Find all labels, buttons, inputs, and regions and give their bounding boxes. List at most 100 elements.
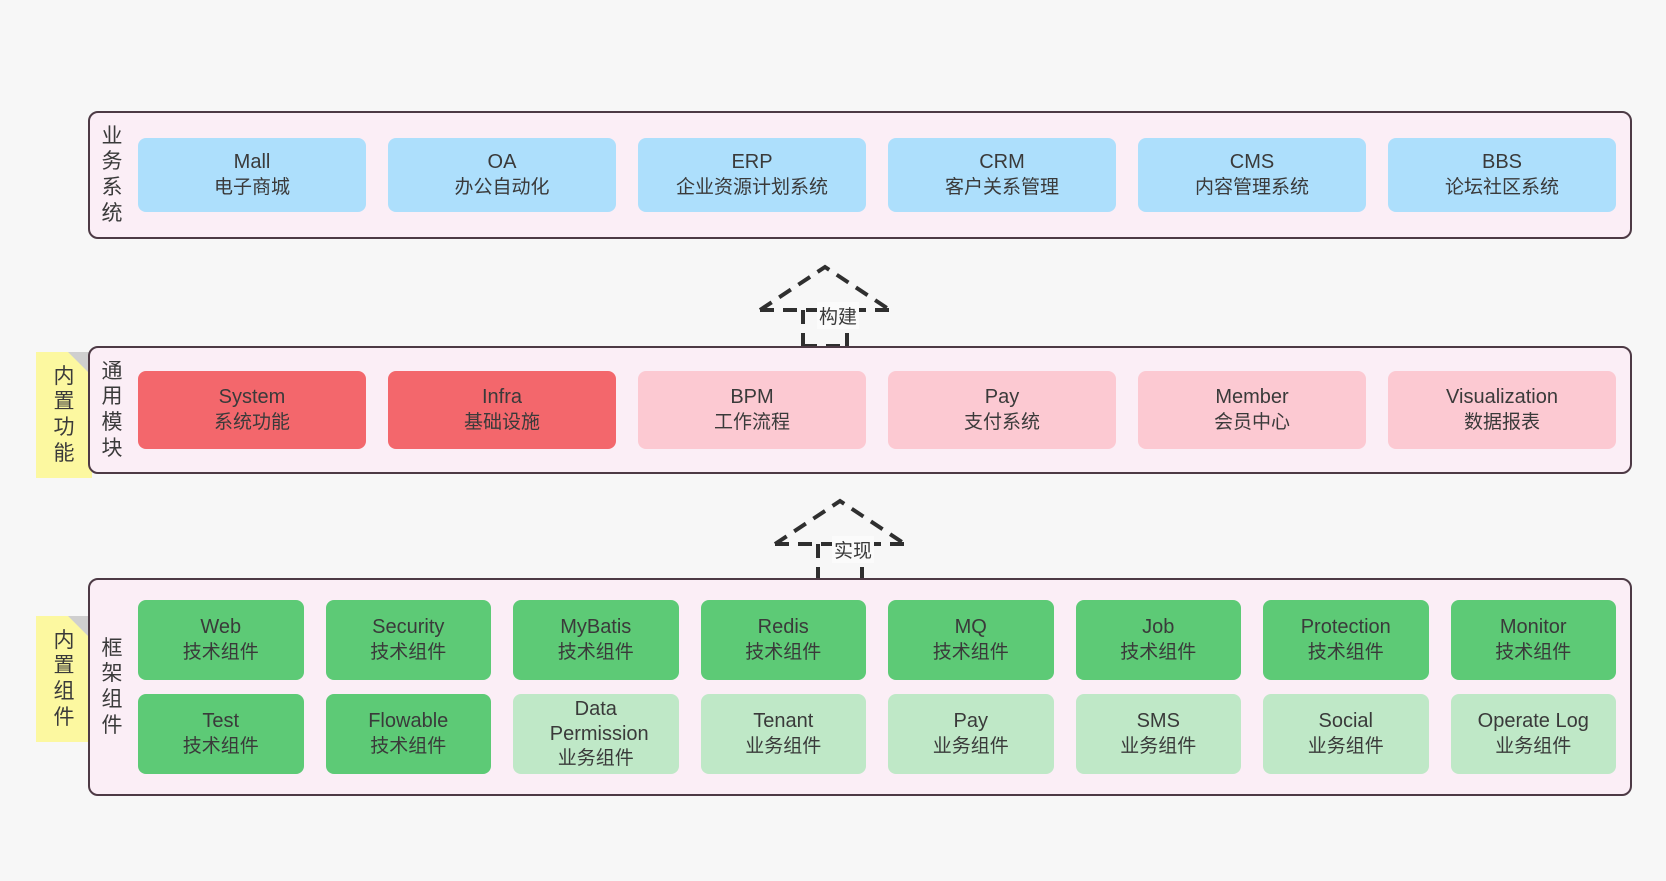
card-title-en: Pay — [953, 710, 988, 733]
card-title-en: Social — [1318, 710, 1373, 733]
card-title-cn: 系统功能 — [213, 411, 290, 433]
framework-tech-row: Web 技术组件 Security 技术组件 MyBatis 技术组件 Redi… — [138, 600, 1616, 680]
card-security[interactable]: Security 技术组件 — [325, 600, 491, 680]
card-title-cn: 技术组件 — [557, 641, 634, 663]
card-title-en: Security — [372, 616, 445, 639]
card-mybatis[interactable]: MyBatis 技术组件 — [513, 600, 679, 680]
connector-implement: 实现 — [770, 496, 920, 582]
card-title-en: Pay — [984, 386, 1020, 409]
note-builtin-components[interactable]: 内置组件 — [36, 616, 92, 742]
card-title-cn: 业务组件 — [557, 748, 634, 770]
card-redis[interactable]: Redis 技术组件 — [700, 600, 866, 680]
card-title-en: OA — [487, 151, 517, 174]
card-title-cn: 技术组件 — [182, 641, 259, 663]
card-title-cn: 技术组件 — [370, 735, 447, 757]
layer-common-module-body: System 系统功能 Infra 基础设施 BPM 工作流程 Pay 支付系统… — [134, 348, 1630, 472]
card-tenant[interactable]: Tenant 业务组件 — [700, 694, 866, 774]
card-visualization[interactable]: Visualization 数据报表 — [1388, 371, 1616, 449]
card-bbs[interactable]: BBS 论坛社区系统 — [1388, 138, 1616, 212]
connector-build-label: 构建 — [817, 302, 860, 329]
layer-business-system[interactable]: 业务系统 Mall 电子商城 OA 办公自动化 ERP 企业资源计划系统 CRM — [88, 111, 1632, 239]
card-title-en: Operate Log — [1477, 710, 1589, 733]
card-title-en: SMS — [1136, 710, 1180, 733]
card-title-en: Monitor — [1499, 616, 1567, 639]
card-member[interactable]: Member 会员中心 — [1138, 371, 1366, 449]
card-title-cn: 业务组件 — [1307, 735, 1384, 757]
card-pay-component[interactable]: Pay 业务组件 — [888, 694, 1054, 774]
card-title-en: Mall — [233, 151, 271, 174]
card-sms[interactable]: SMS 业务组件 — [1075, 694, 1241, 774]
card-title-cn: 业务组件 — [1495, 735, 1572, 757]
card-job[interactable]: Job 技术组件 — [1075, 600, 1241, 680]
card-title-cn: 企业资源计划系统 — [675, 176, 828, 198]
card-erp[interactable]: ERP 企业资源计划系统 — [638, 138, 866, 212]
card-social[interactable]: Social 业务组件 — [1263, 694, 1429, 774]
card-web[interactable]: Web 技术组件 — [138, 600, 304, 680]
card-title-en: Redis — [757, 616, 809, 639]
common-card-row: System 系统功能 Infra 基础设施 BPM 工作流程 Pay 支付系统… — [138, 371, 1616, 449]
card-title-en: CRM — [979, 151, 1025, 174]
card-title-en: Tenant — [753, 710, 814, 733]
card-test[interactable]: Test 技术组件 — [138, 694, 304, 774]
card-title-en: Job — [1142, 616, 1175, 639]
card-infra[interactable]: Infra 基础设施 — [388, 371, 616, 449]
card-title-cn: 业务组件 — [1120, 735, 1197, 757]
card-cms[interactable]: CMS 内容管理系统 — [1138, 138, 1366, 212]
card-title-cn: 内容管理系统 — [1194, 176, 1309, 198]
card-title-cn: 数据报表 — [1463, 411, 1540, 433]
card-crm[interactable]: CRM 客户关系管理 — [888, 138, 1116, 212]
card-title-en: Data Permission — [549, 697, 649, 746]
card-title-en: Member — [1215, 386, 1289, 409]
layer-framework-component[interactable]: 框架组件 Web 技术组件 Security 技术组件 MyBatis 技术组件… — [88, 578, 1632, 796]
card-data-permission[interactable]: Data Permission 业务组件 — [513, 694, 679, 774]
business-card-row: Mall 电子商城 OA 办公自动化 ERP 企业资源计划系统 CRM 客户关系… — [138, 138, 1616, 212]
card-title-en: CMS — [1229, 151, 1275, 174]
card-title-cn: 电子商城 — [213, 176, 290, 198]
layer-business-system-body: Mall 电子商城 OA 办公自动化 ERP 企业资源计划系统 CRM 客户关系… — [134, 113, 1630, 237]
card-title-en: Protection — [1300, 616, 1391, 639]
card-title-cn: 业务组件 — [745, 735, 822, 757]
layer-framework-component-label: 框架组件 — [101, 636, 123, 737]
card-system[interactable]: System 系统功能 — [138, 371, 366, 449]
card-title-cn: 论坛社区系统 — [1444, 176, 1559, 198]
layer-framework-component-body: Web 技术组件 Security 技术组件 MyBatis 技术组件 Redi… — [134, 580, 1630, 794]
card-title-en: Test — [202, 710, 240, 733]
card-monitor[interactable]: Monitor 技术组件 — [1450, 600, 1616, 680]
card-title-cn: 基础设施 — [463, 411, 540, 433]
framework-biz-row: Test 技术组件 Flowable 技术组件 Data Permission … — [138, 694, 1616, 774]
connector-implement-label: 实现 — [832, 536, 875, 563]
card-bpm[interactable]: BPM 工作流程 — [638, 371, 866, 449]
card-title-en: Web — [200, 616, 242, 639]
card-title-cn: 技术组件 — [1307, 641, 1384, 663]
card-title-en: MQ — [954, 616, 987, 639]
card-title-cn: 办公自动化 — [454, 176, 550, 198]
card-title-en: Infra — [481, 386, 523, 409]
card-title-cn: 技术组件 — [932, 641, 1009, 663]
card-title-en: ERP — [731, 151, 773, 174]
card-title-en: MyBatis — [560, 616, 632, 639]
card-title-cn: 客户关系管理 — [944, 176, 1059, 198]
card-title-en: Flowable — [368, 710, 449, 733]
card-title-cn: 技术组件 — [182, 735, 259, 757]
card-title-cn: 技术组件 — [1120, 641, 1197, 663]
card-title-cn: 技术组件 — [1495, 641, 1572, 663]
note-builtin-features[interactable]: 内置功能 — [36, 352, 92, 478]
card-pay[interactable]: Pay 支付系统 — [888, 371, 1116, 449]
card-protection[interactable]: Protection 技术组件 — [1263, 600, 1429, 680]
card-operate-log[interactable]: Operate Log 业务组件 — [1450, 694, 1616, 774]
card-flowable[interactable]: Flowable 技术组件 — [325, 694, 491, 774]
layer-common-module[interactable]: 通用模块 System 系统功能 Infra 基础设施 BPM 工作流程 Pay — [88, 346, 1632, 474]
connector-build: 构建 — [755, 262, 905, 348]
card-title-cn: 技术组件 — [745, 641, 822, 663]
card-title-cn: 工作流程 — [713, 411, 790, 433]
card-title-en: System — [218, 386, 286, 409]
card-title-cn: 技术组件 — [370, 641, 447, 663]
card-title-cn: 业务组件 — [932, 735, 1009, 757]
card-title-en: BPM — [730, 386, 774, 409]
card-oa[interactable]: OA 办公自动化 — [388, 138, 616, 212]
card-mall[interactable]: Mall 电子商城 — [138, 138, 366, 212]
card-mq[interactable]: MQ 技术组件 — [888, 600, 1054, 680]
layer-common-module-label: 通用模块 — [101, 359, 123, 460]
card-title-en: Visualization — [1446, 386, 1558, 409]
card-title-cn: 会员中心 — [1213, 411, 1290, 433]
